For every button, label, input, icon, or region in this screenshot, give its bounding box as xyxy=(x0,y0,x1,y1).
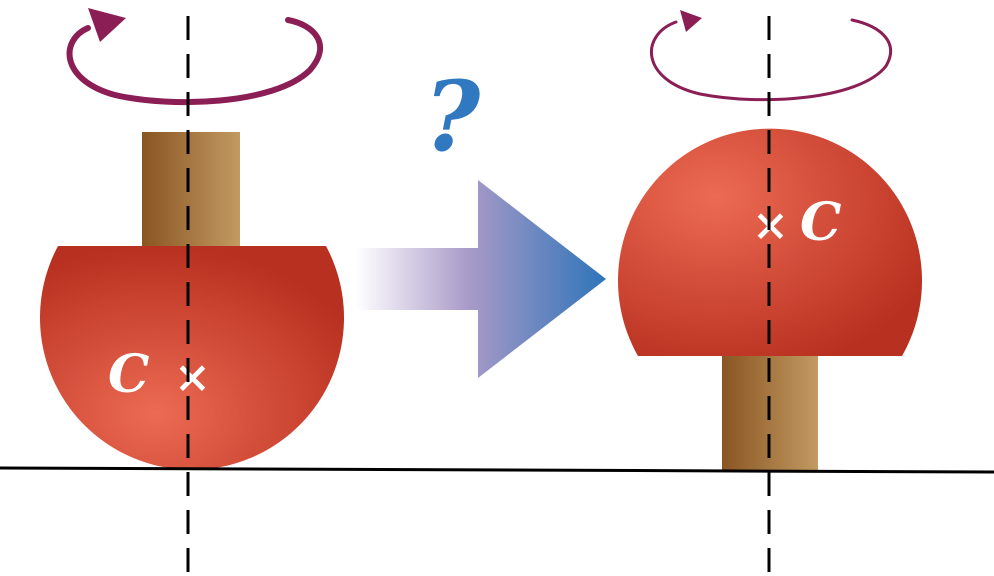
right-center-label: C xyxy=(800,192,841,253)
right-rotation-arrow-icon xyxy=(650,10,893,102)
left-center-of-mass: C × xyxy=(108,344,211,405)
ground-line xyxy=(0,466,994,474)
left-center-cross-icon: × xyxy=(174,352,211,403)
left-spinning-top: C × xyxy=(39,8,345,470)
right-top-body xyxy=(618,128,922,356)
transition-right-arrow-icon xyxy=(356,180,606,378)
left-rotation-arrow-icon xyxy=(66,8,324,106)
left-top-body xyxy=(39,246,345,470)
left-top-stem xyxy=(142,132,240,248)
question-mark-icon: ? xyxy=(424,60,481,173)
left-center-label: C xyxy=(108,344,149,405)
